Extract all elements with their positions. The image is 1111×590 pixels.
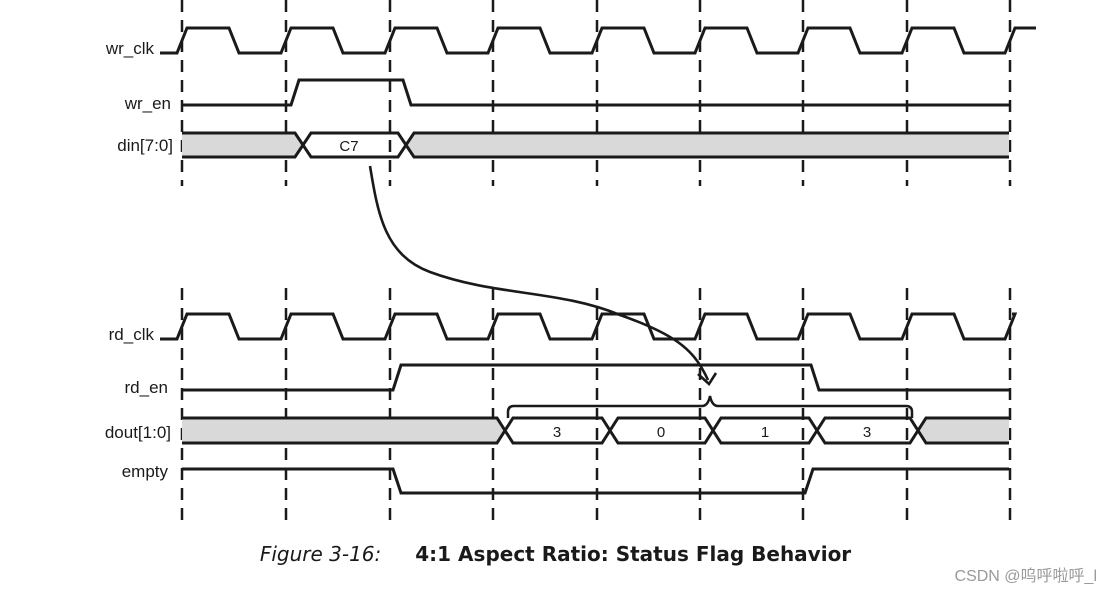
dout-invalid-region-left: [182, 418, 505, 443]
empty-wave: [182, 467, 1009, 495]
din-invalid-region-left: [182, 133, 303, 157]
waveform-wr-en: wr_en: [124, 78, 1009, 113]
dout-value-3: 1: [761, 424, 769, 441]
signal-label-dout: dout[1:0]: [105, 423, 171, 442]
arrow-head: [697, 372, 718, 387]
dout-value-4: 3: [863, 424, 871, 441]
waveform-din: din[7:0] C7: [117, 131, 1009, 159]
din-bus-outline: [182, 131, 1009, 159]
dout-value-1: 3: [553, 424, 561, 441]
dout-bus-outline: [182, 416, 1009, 445]
wr-en-wave: [182, 78, 1009, 107]
waveform-rd-clk: rd_clk: [109, 312, 1018, 344]
dout-value-2: 0: [657, 424, 665, 441]
signal-label-rd-clk: rd_clk: [109, 325, 155, 344]
rd-en-wave: [182, 363, 1009, 392]
clock-edge-guides: [180, 0, 1012, 522]
din-invalid-region-right: [406, 133, 1009, 157]
signal-label-din: din[7:0]: [117, 136, 173, 155]
dout-invalid-region-right: [918, 418, 1009, 443]
figure-caption: Figure 3-16: 4:1 Aspect Ratio: Status Fla…: [0, 542, 1111, 566]
signal-label-wr-clk: wr_clk: [105, 39, 155, 58]
figure-number: Figure 3-16:: [259, 542, 382, 566]
arrow-curve: [368, 165, 710, 381]
causality-arrow: [368, 165, 718, 387]
waveform-wr-clk: wr_clk: [105, 26, 1036, 58]
dout-word-brace: [506, 395, 914, 418]
waveform-rd-en: rd_en: [125, 363, 1009, 397]
figure-title: 4:1 Aspect Ratio: Status Flag Behavior: [415, 542, 852, 566]
signal-label-rd-en: rd_en: [125, 378, 168, 397]
din-value-c7: C7: [339, 138, 358, 155]
watermark: CSDN @呜呼啦呼_l: [954, 568, 1097, 585]
waveform-empty: empty: [122, 462, 1009, 495]
wr-clk-wave: [160, 26, 1036, 55]
signal-label-empty: empty: [122, 462, 169, 481]
rd-clk-wave: [160, 312, 1018, 341]
waveform-dout: dout[1:0] 3 0 1 3: [105, 395, 1009, 445]
signal-label-wr-en: wr_en: [124, 94, 171, 113]
